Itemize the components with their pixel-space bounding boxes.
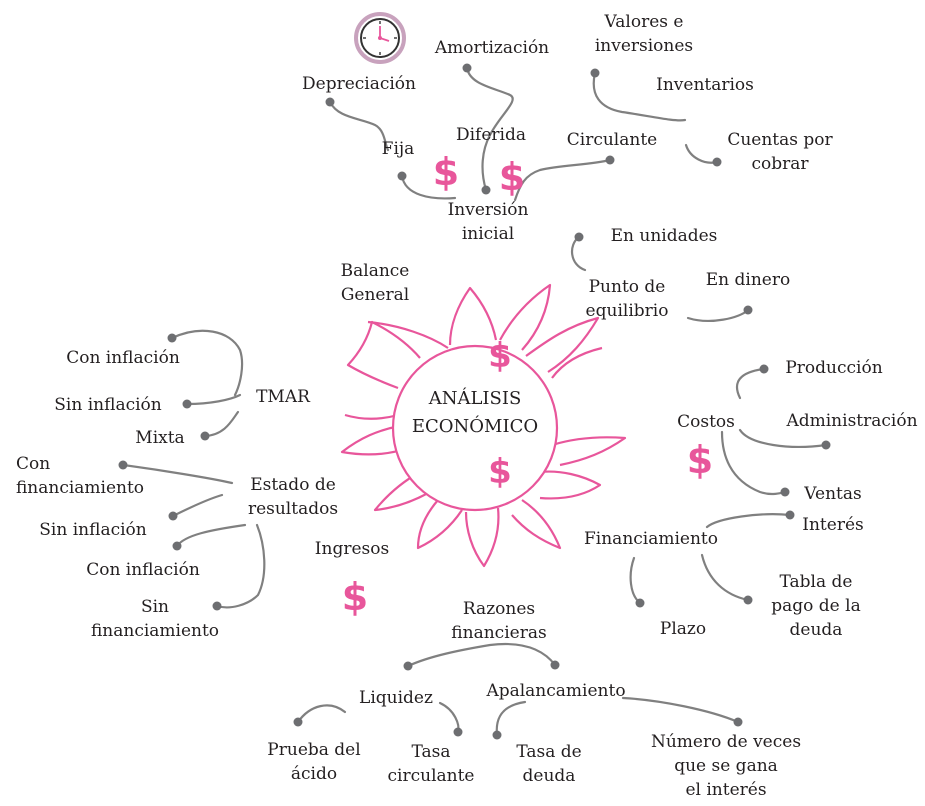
node-financiamiento: Financiamiento — [584, 529, 718, 549]
node-prueba-line-1: Prueba del — [267, 740, 361, 760]
node-numero-de-veces: Número de veces que se gana el interés — [651, 730, 801, 802]
node-ingresos: Ingresos — [314, 539, 390, 559]
dollar-icon: $ — [499, 155, 525, 199]
dollar-icon: $ — [687, 438, 713, 482]
node-inversion-inicial: Inversión inicial — [448, 198, 529, 246]
node-diferida: Diferida — [455, 125, 527, 145]
node-administracion: Administración — [786, 411, 918, 431]
node-costos: Costos — [677, 412, 735, 432]
node-tmar-sin-inflacion: Sin inflación — [54, 395, 162, 415]
node-circulante: Circulante — [566, 130, 658, 150]
node-tasa-circulante-line-1: Tasa — [411, 742, 451, 762]
node-depreciacion: Depreciación — [302, 74, 416, 94]
node-valores-line-1: Valores e — [604, 12, 684, 32]
node-punto-line-1: Punto de — [588, 277, 666, 297]
node-mixta: Mixta — [135, 428, 185, 448]
node-sin-financiamiento-line-1: Sin — [140, 597, 170, 617]
node-valores-line-2: inversiones — [594, 36, 694, 56]
central-node-line-1: ANÁLISIS — [428, 388, 522, 409]
node-con-financiamiento-line-1: Con — [15, 454, 51, 474]
node-numero-line-3: el interés — [685, 780, 767, 800]
node-estado-de-resultados: Estado de resultados — [248, 473, 338, 521]
node-cuentas-line-2: cobrar — [751, 154, 809, 174]
node-balance-line-2: General — [340, 285, 410, 305]
node-amortizacion: Amortización — [434, 38, 550, 58]
node-balance-general: Balance General — [341, 259, 410, 307]
dollar-icon: $ — [433, 150, 459, 194]
node-liquidez: Liquidez — [359, 688, 433, 708]
node-sin-financiamiento: Sin financiamiento — [91, 595, 219, 643]
node-estado-line-1: Estado de — [250, 475, 336, 495]
node-inversion-inicial-line-2: inicial — [461, 224, 515, 244]
node-tabla-line-2: pago de la — [771, 596, 861, 616]
node-cuentas-por-cobrar: Cuentas por cobrar — [727, 128, 832, 176]
node-tasa-deuda-line-2: deuda — [522, 766, 576, 786]
node-punto-de-equilibrio: Punto de equilibrio — [586, 275, 669, 323]
node-er-sin-inflacion: Sin inflación — [39, 520, 147, 540]
node-tasa-de-deuda: Tasa de deuda — [516, 740, 581, 788]
node-produccion: Producción — [785, 358, 883, 378]
dollar-icon: $ — [342, 575, 368, 619]
node-cuentas-line-1: Cuentas por — [727, 130, 833, 150]
node-tasa-circulante-line-2: circulante — [387, 766, 475, 786]
node-con-financiamiento: Con financiamiento — [16, 452, 144, 500]
node-prueba-line-2: ácido — [290, 764, 338, 784]
node-tabla-de-pago: Tabla de pago de la deuda — [771, 570, 860, 642]
node-tasa-deuda-line-1: Tasa de — [516, 742, 582, 762]
node-numero-line-2: que se gana — [674, 756, 778, 776]
node-valores-e-inversiones: Valores e inversiones — [595, 10, 693, 58]
dollar-icon: $ — [488, 336, 512, 376]
node-en-unidades: En unidades — [610, 226, 718, 246]
node-en-dinero: En dinero — [705, 270, 791, 290]
node-inversion-inicial-line-1: Inversión — [447, 200, 529, 220]
node-tabla-line-3: deuda — [789, 620, 843, 640]
node-con-financiamiento-line-2: financiamiento — [15, 478, 145, 498]
node-tmar-con-inflacion: Con inflación — [66, 348, 180, 368]
node-razones-financieras: Razones financieras — [451, 597, 546, 645]
node-razones-line-2: financieras — [451, 623, 547, 643]
node-tmar: TMAR — [256, 387, 310, 407]
node-punto-line-2: equilibrio — [585, 301, 669, 321]
node-razones-line-1: Razones — [462, 599, 536, 619]
clock-icon — [354, 12, 406, 64]
central-node-analisis-economico: ANÁLISIS ECONÓMICO — [412, 385, 538, 441]
node-tasa-circulante: Tasa circulante — [388, 740, 475, 788]
center-circle — [391, 344, 559, 512]
node-ventas: Ventas — [804, 484, 862, 504]
node-tabla-line-1: Tabla de — [779, 572, 853, 592]
node-inventarios: Inventarios — [656, 75, 754, 95]
node-sin-financiamiento-line-2: financiamiento — [90, 621, 220, 641]
node-plazo: Plazo — [659, 619, 707, 639]
node-numero-line-1: Número de veces — [650, 732, 802, 752]
node-prueba-del-acido: Prueba del ácido — [267, 738, 360, 786]
dollar-icon: $ — [488, 452, 512, 492]
sun-shape — [340, 283, 627, 568]
node-er-con-inflacion: Con inflación — [86, 560, 200, 580]
node-balance-line-1: Balance — [340, 261, 410, 281]
node-fija: Fija — [381, 139, 415, 159]
node-apalancamiento: Apalancamiento — [486, 681, 626, 701]
connector-dots — [118, 63, 831, 740]
central-node-line-2: ECONÓMICO — [411, 416, 539, 437]
node-interes: Interés — [802, 515, 864, 535]
node-estado-line-2: resultados — [247, 499, 339, 519]
